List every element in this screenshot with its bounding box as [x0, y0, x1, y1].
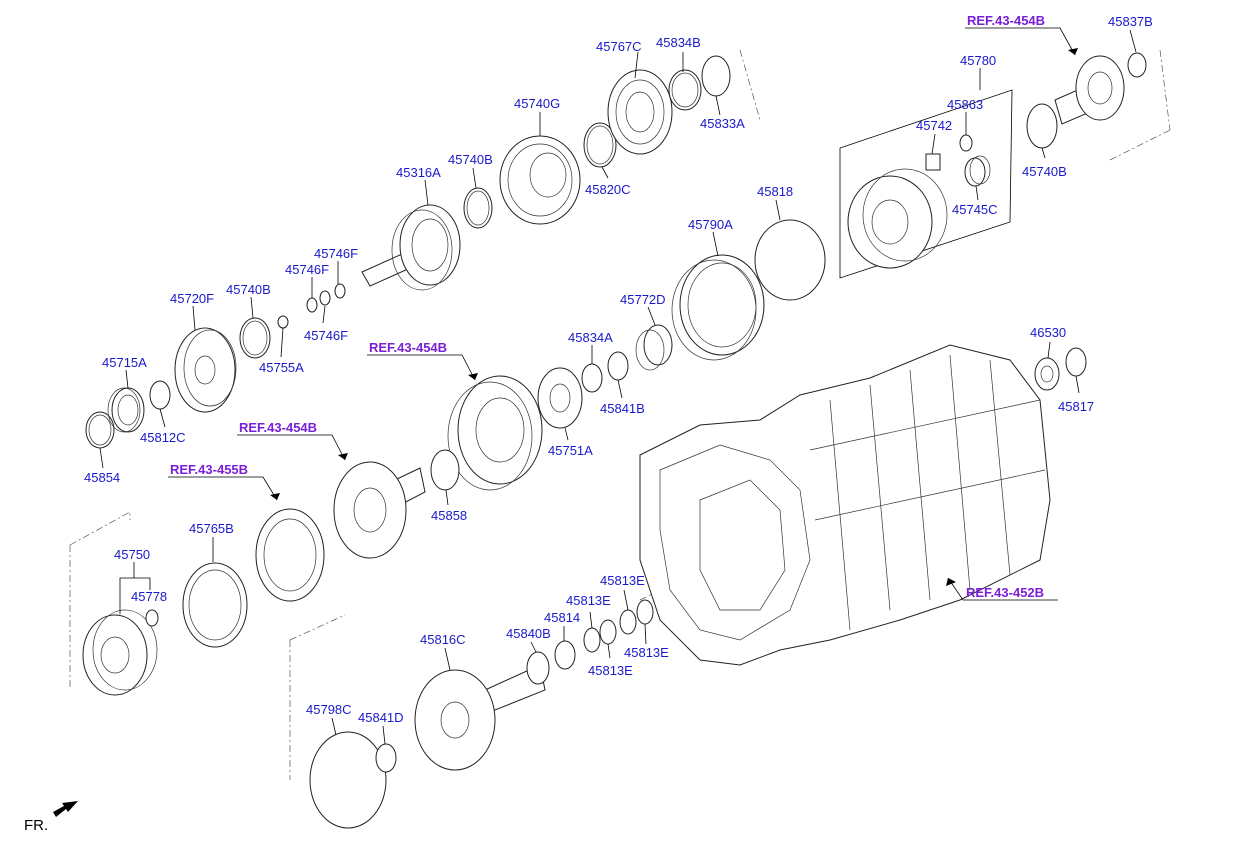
label-45818[interactable]: 45818 — [757, 184, 793, 199]
ref-link-43-454B-left[interactable]: REF.43-454B — [239, 420, 317, 435]
part-45746F-rings[interactable] — [306, 283, 346, 313]
label-45742[interactable]: 45742 — [916, 118, 952, 133]
part-45834A-ring[interactable] — [581, 363, 603, 393]
label-45814[interactable]: 45814 — [544, 610, 580, 625]
ref-pointers — [168, 27, 1078, 601]
label-45837B[interactable]: 45837B — [1108, 14, 1153, 29]
part-ref-disc[interactable] — [447, 375, 543, 491]
label-45798C[interactable]: 45798C — [306, 702, 352, 717]
part-45740B-ring-left[interactable] — [239, 317, 271, 359]
label-45813E-c[interactable]: 45813E — [588, 663, 633, 678]
ref-link-43-454B-middle[interactable]: REF.43-454B — [369, 340, 447, 355]
part-45813E-rings[interactable] — [583, 599, 654, 653]
label-45820C[interactable]: 45820C — [585, 182, 631, 197]
label-45863[interactable]: 45863 — [947, 97, 983, 112]
label-45746F-mid[interactable]: 45746F — [285, 262, 329, 277]
part-46530-seal[interactable] — [1034, 357, 1060, 391]
part-45840B-ring[interactable] — [526, 651, 550, 685]
label-45720F[interactable]: 45720F — [170, 291, 214, 306]
part-45742-needle-bearing[interactable] — [925, 153, 941, 171]
part-45772D-gear[interactable] — [635, 324, 673, 371]
label-46530[interactable]: 46530 — [1030, 325, 1066, 340]
part-45798C-snap-ring[interactable] — [309, 731, 387, 829]
label-45316A[interactable]: 45316A — [396, 165, 441, 180]
front-label: FR. — [24, 817, 48, 834]
part-45820C-ring[interactable] — [583, 122, 617, 168]
label-45746F-low[interactable]: 45746F — [304, 328, 348, 343]
part-45841D-ring[interactable] — [375, 743, 397, 773]
part-45751A-gear[interactable] — [537, 367, 583, 429]
part-45740B-ring-right[interactable] — [1026, 103, 1058, 149]
label-45740B-left[interactable]: 45740B — [226, 282, 271, 297]
label-45813E-b[interactable]: 45813E — [566, 593, 611, 608]
part-45767C-gear[interactable] — [607, 69, 673, 155]
part-ref-drum-45765B[interactable] — [255, 508, 325, 602]
part-45833A-ring[interactable] — [701, 55, 731, 97]
label-45790A[interactable]: 45790A — [688, 217, 733, 232]
label-45778[interactable]: 45778 — [131, 589, 167, 604]
ref-link-43-452B[interactable]: REF.43-452B — [966, 585, 1044, 600]
part-45740B-ring-center[interactable] — [463, 187, 493, 229]
part-45841B-ring[interactable] — [607, 351, 629, 381]
label-45740B-right[interactable]: 45740B — [1022, 164, 1067, 179]
label-45750[interactable]: 45750 — [114, 547, 150, 562]
part-45778-washer[interactable] — [145, 609, 159, 627]
label-45834B[interactable]: 45834B — [656, 35, 701, 50]
label-45854[interactable]: 45854 — [84, 470, 120, 485]
part-45818-snap-ring[interactable] — [754, 219, 826, 301]
label-45816C[interactable]: 45816C — [420, 632, 466, 647]
part-45765B-ring[interactable] — [182, 562, 248, 648]
label-45772D[interactable]: 45772D — [620, 292, 666, 307]
part-45816C-output-shaft[interactable] — [414, 664, 546, 771]
label-45765B[interactable]: 45765B — [189, 521, 234, 536]
label-45780[interactable]: 45780 — [960, 53, 996, 68]
label-45817[interactable]: 45817 — [1058, 399, 1094, 414]
transmission-case[interactable] — [639, 344, 1051, 666]
label-45746F-top[interactable]: 45746F — [314, 246, 358, 261]
part-45854-ring[interactable] — [85, 411, 115, 449]
label-45841B[interactable]: 45841B — [600, 401, 645, 416]
part-45863-bushing[interactable] — [959, 134, 973, 152]
part-45837B-washer[interactable] — [1127, 52, 1147, 78]
part-labels: 45767C 45834B 45833A 45740G 45820C 45740… — [84, 14, 1153, 725]
part-45316A-shaft[interactable] — [361, 204, 461, 291]
label-45751A[interactable]: 45751A — [548, 443, 593, 458]
label-45840B[interactable]: 45840B — [506, 626, 551, 641]
label-45740B-center[interactable]: 45740B — [448, 152, 493, 167]
part-45812C-ring[interactable] — [149, 380, 171, 410]
label-45740G[interactable]: 45740G — [514, 96, 560, 111]
leader-lines — [99, 29, 1137, 745]
label-45812C[interactable]: 45812C — [140, 430, 186, 445]
part-ref-gear-upper-right[interactable] — [1054, 55, 1125, 125]
part-45745C-bearing[interactable] — [964, 155, 991, 187]
part-45720F-carrier[interactable] — [174, 327, 237, 413]
part-45814-bearing[interactable] — [554, 640, 576, 670]
part-45858-ring[interactable] — [430, 449, 460, 491]
label-45834A[interactable]: 45834A — [568, 330, 613, 345]
part-45750-carrier[interactable] — [82, 609, 158, 696]
label-45715A[interactable]: 45715A — [102, 355, 147, 370]
label-45767C[interactable]: 45767C — [596, 39, 642, 54]
ref-link-43-455B[interactable]: REF.43-455B — [170, 462, 248, 477]
part-45740G-drum[interactable] — [499, 135, 581, 225]
label-45813E-d[interactable]: 45813E — [624, 645, 669, 660]
part-45817-snap-ring[interactable] — [1065, 347, 1087, 377]
part-45834B-ring[interactable] — [668, 69, 702, 111]
front-arrow-icon — [53, 801, 78, 817]
ref-labels: REF.43-454B REF.43-454B REF.43-455B REF.… — [170, 13, 1045, 600]
label-45858[interactable]: 45858 — [431, 508, 467, 523]
label-45841D[interactable]: 45841D — [358, 710, 404, 725]
front-direction-marker: FR. — [24, 801, 78, 834]
part-45715A-bearing[interactable] — [107, 387, 145, 433]
part-45790A-ring-gear[interactable] — [671, 254, 765, 361]
label-45745C[interactable]: 45745C — [952, 202, 998, 217]
label-45813E-a[interactable]: 45813E — [600, 573, 645, 588]
part-45755A-ring[interactable] — [277, 315, 289, 329]
part-45780-assembly-box[interactable] — [839, 89, 1013, 279]
ref-link-43-454B-top-right[interactable]: REF.43-454B — [967, 13, 1045, 28]
part-ref-clutch-hub[interactable] — [333, 461, 426, 559]
label-45755A[interactable]: 45755A — [259, 360, 304, 375]
label-45833A[interactable]: 45833A — [700, 116, 745, 131]
